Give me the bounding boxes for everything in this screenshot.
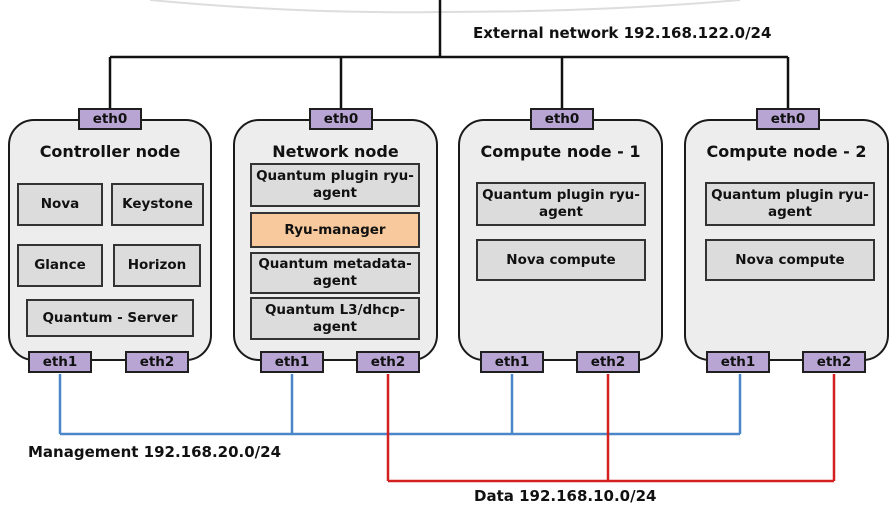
management-network-label: Management 192.168.20.0/24: [28, 443, 282, 461]
component-quantum-server: Quantum - Server: [26, 299, 194, 337]
controller-eth1-port: eth1: [28, 351, 92, 373]
component-horizon: Horizon: [113, 244, 201, 287]
component-quantum-l3-dhcp-agent: Quantum L3/dhcp-agent: [250, 297, 420, 340]
external-network-lines: [108, 0, 790, 108]
compute2-eth2-port: eth2: [802, 351, 866, 373]
compute2-eth0-port: eth0: [756, 108, 820, 130]
network-eth0-port: eth0: [309, 108, 373, 130]
controller-node-title: Controller node: [39, 142, 181, 161]
external-network-label: External network 192.168.122.0/24: [473, 24, 772, 42]
component-keystone: Keystone: [111, 183, 204, 226]
compute1-eth1-port: eth1: [480, 351, 544, 373]
data-network-label: Data 192.168.10.0/24: [474, 487, 657, 505]
component-nova: Nova: [17, 183, 103, 226]
compute1-eth2-port: eth2: [576, 351, 640, 373]
compute-node-1-title: Compute node - 1: [480, 142, 641, 161]
network-eth1-port: eth1: [260, 351, 324, 373]
component-compute1-quantum-plugin: Quantum plugin ryu-agent: [476, 182, 646, 226]
component-glance: Glance: [17, 244, 103, 287]
management-network-lines: [58, 374, 742, 436]
compute-node-2-title: Compute node - 2: [706, 142, 867, 161]
data-network-lines: [386, 374, 836, 483]
component-quantum-metadata-agent: Quantum metadata-agent: [250, 252, 420, 294]
component-compute2-nova-compute: Nova compute: [705, 239, 875, 281]
component-compute2-quantum-plugin: Quantum plugin ryu-agent: [705, 182, 875, 226]
compute1-eth0-port: eth0: [530, 108, 594, 130]
component-compute1-nova-compute: Nova compute: [476, 239, 646, 281]
controller-eth0-port: eth0: [78, 108, 142, 130]
top-cropped-shape: [149, 0, 741, 14]
controller-eth2-port: eth2: [125, 351, 189, 373]
compute2-eth1-port: eth1: [706, 351, 770, 373]
component-ryu-manager: Ryu-manager: [250, 212, 420, 248]
component-quantum-plugin-ryu-agent: Quantum plugin ryu-agent: [250, 163, 420, 207]
network-eth2-port: eth2: [356, 351, 420, 373]
network-node-title: Network node: [272, 142, 399, 161]
